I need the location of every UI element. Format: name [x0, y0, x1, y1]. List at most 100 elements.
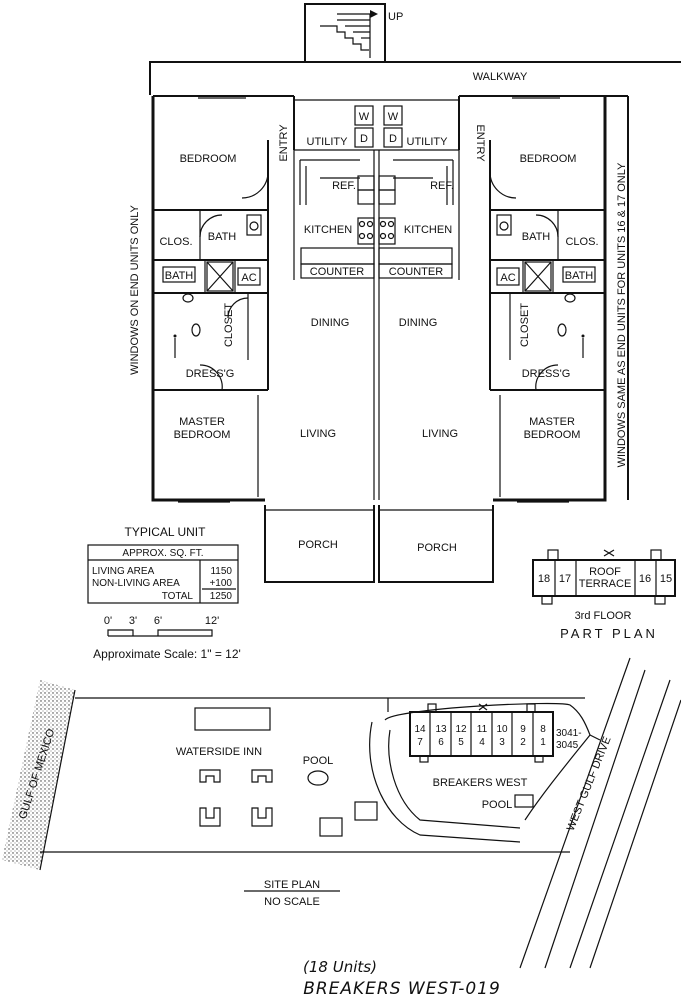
- row-label-nonliving: NON-LIVING AREA: [92, 578, 180, 589]
- row-label-total: TOTAL: [162, 591, 194, 602]
- address-line-2: 3045: [556, 740, 579, 751]
- table-header: APPROX. SQ. FT.: [122, 548, 203, 559]
- right-kitchen: W D UTILITY ENTRY REF. KITCHEN COUNTER D…: [378, 105, 486, 440]
- living-label: LIVING: [300, 428, 336, 440]
- bath-label-2: BATH: [165, 270, 194, 282]
- unit-13: 13: [435, 724, 447, 735]
- master-label-1: MASTER: [179, 416, 225, 428]
- ac-box: [237, 267, 261, 286]
- row-value-total: 1250: [210, 591, 233, 602]
- dining-label: DINING: [311, 317, 350, 329]
- entry-label: ENTRY: [474, 124, 486, 162]
- porch-label: PORCH: [417, 542, 457, 554]
- bedroom-label: BEDROOM: [520, 153, 577, 165]
- unit-18: 18: [538, 573, 550, 585]
- closet-label: CLOS.: [565, 236, 598, 248]
- bath-box: [562, 266, 596, 283]
- units-caption: (18 Units): [303, 958, 377, 976]
- dining-label: DINING: [399, 317, 438, 329]
- bedroom-label: BEDROOM: [180, 153, 237, 165]
- washer-label: W: [359, 111, 370, 123]
- site-plan: GULF OF MEXICO WATERSIDE INN POOL: [2, 657, 681, 969]
- bath-label: BATH: [208, 231, 237, 243]
- bath-label: BATH: [522, 231, 551, 243]
- refrigerator-label: REF.: [332, 180, 356, 192]
- refrigerator-label: REF.: [430, 180, 454, 192]
- porches: PORCH PORCH: [264, 505, 494, 583]
- unit-16: 16: [639, 573, 651, 585]
- unit-2: 2: [520, 737, 526, 748]
- waterside-inn-label: WATERSIDE INN: [176, 746, 262, 758]
- windows-left-note: WINDOWS ON END UNITS ONLY: [129, 204, 141, 374]
- unit-9: 9: [520, 724, 526, 735]
- walkway-label: WALKWAY: [473, 71, 528, 83]
- typical-unit-title: TYPICAL UNIT: [125, 525, 207, 539]
- unit-17: 17: [559, 573, 571, 585]
- unit-1: 1: [540, 737, 546, 748]
- row-label-living: LIVING AREA: [92, 566, 155, 577]
- third-floor-title: 3rd FLOOR: [575, 610, 632, 622]
- unit-numbers: 14 13 12 11 10 9 8 7 6 5 4 3 2 1: [414, 724, 546, 748]
- roof-label-2: TERRACE: [579, 578, 632, 590]
- third-floor-plan: 18 17 ROOF TERRACE 16 15 3rd FLOOR PART …: [532, 549, 676, 641]
- scale-text: Approximate Scale: 1" = 12': [93, 647, 241, 661]
- row-value-living: 1150: [210, 566, 232, 577]
- closet-vertical-label: CLOSET: [519, 303, 531, 347]
- no-scale-label: NO SCALE: [264, 896, 320, 908]
- left-kitchen: W D UTILITY ENTRY REF. KITCHEN COUNTER D…: [278, 105, 375, 440]
- typical-unit-table: TYPICAL UNIT APPROX. SQ. FT. LIVING AREA…: [87, 525, 239, 604]
- bath-label-2: BATH: [565, 270, 594, 282]
- unit-4: 4: [479, 737, 485, 748]
- address-line-1: 3041-: [556, 728, 582, 739]
- unit-10: 10: [496, 724, 508, 735]
- ac-label: AC: [500, 272, 515, 284]
- site-plan-title: SITE PLAN: [264, 879, 320, 891]
- scale-tick-3: 3': [129, 615, 137, 627]
- bath-box: [162, 266, 196, 283]
- stair: UP: [304, 3, 403, 63]
- left-unit: BEDROOM CLOS. BATH BATH AC CLOSET DRESS'…: [153, 140, 269, 497]
- row-value-nonliving: +100: [209, 578, 232, 589]
- scale-tick-12: 12': [205, 615, 219, 627]
- master-label-1: MASTER: [529, 416, 575, 428]
- pool-label: POOL: [303, 755, 334, 767]
- unit-3: 3: [499, 737, 505, 748]
- scale-tick-0: 0': [104, 615, 112, 627]
- dressing-label: DRESS'G: [522, 368, 571, 380]
- entry-label: ENTRY: [278, 124, 290, 162]
- master-label-2: BEDROOM: [524, 429, 581, 441]
- unit-14: 14: [414, 724, 426, 735]
- porch-label: PORCH: [298, 539, 338, 551]
- kitchen-label: KITCHEN: [304, 224, 352, 236]
- unit-8: 8: [540, 724, 546, 735]
- unit-7: 7: [417, 737, 423, 748]
- ac-label: AC: [241, 272, 256, 284]
- name-caption: BREAKERS WEST-019: [303, 979, 501, 999]
- windows-right-note: WINDOWS SAME AS END UNITS FOR UNITS 16 &…: [616, 162, 628, 467]
- washer-label: W: [388, 111, 399, 123]
- scale-tick-6: 6': [154, 615, 162, 627]
- right-unit: BEDROOM CLOS. BATH BATH AC CLOSET DRESS'…: [489, 140, 605, 497]
- unit-11: 11: [477, 724, 488, 735]
- building-outline: [151, 95, 629, 503]
- dryer-label: D: [389, 133, 397, 145]
- living-label: LIVING: [422, 428, 458, 440]
- unit-15: 15: [660, 573, 672, 585]
- unit-5: 5: [458, 737, 464, 748]
- closet-vertical-label: CLOSET: [223, 303, 235, 347]
- unit-12: 12: [455, 724, 467, 735]
- utility-label: UTILITY: [307, 136, 349, 148]
- counter-label: COUNTER: [310, 266, 364, 278]
- master-label-2: BEDROOM: [174, 429, 231, 441]
- closet-label: CLOS.: [159, 236, 192, 248]
- roof-label-1: ROOF: [589, 566, 621, 578]
- stair-up-label: UP: [388, 11, 403, 23]
- scale-bar: 0' 3' 6' 12' Approximate Scale: 1" = 12': [93, 615, 241, 661]
- pool-label-2: POOL: [482, 799, 513, 811]
- breakers-west-label: BREAKERS WEST: [433, 777, 528, 789]
- walkway: WALKWAY: [149, 61, 681, 95]
- dryer-label: D: [360, 133, 368, 145]
- unit-6: 6: [438, 737, 444, 748]
- part-plan-title: PART PLAN: [560, 626, 658, 641]
